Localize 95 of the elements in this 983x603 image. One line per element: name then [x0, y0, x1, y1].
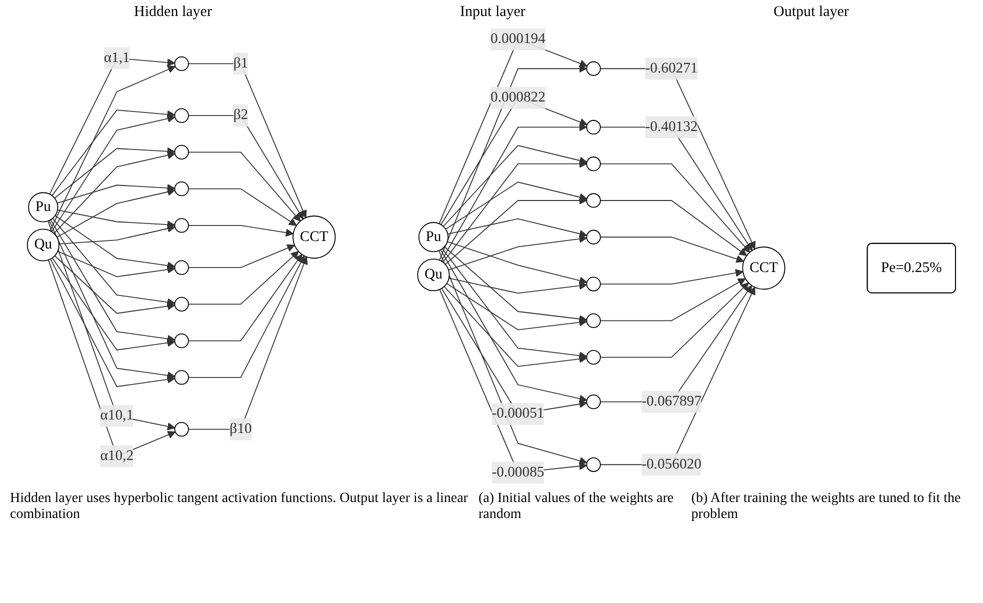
node-circle: Pu	[418, 222, 449, 252]
arrow	[600, 200, 748, 256]
arrow	[442, 145, 588, 227]
node-circle	[586, 394, 601, 410]
edge-label: -0.056020	[642, 456, 702, 472]
arrow	[51, 114, 176, 232]
arrow	[188, 224, 294, 237]
arrow	[48, 220, 176, 430]
arrow	[444, 286, 588, 367]
node-circle: Qu	[417, 258, 450, 292]
arrow	[188, 255, 305, 378]
edge-label: -0.067897	[642, 394, 702, 410]
edge-label: -0.60271	[645, 60, 698, 76]
arrow	[600, 163, 750, 253]
arrow	[48, 220, 176, 380]
node-circle	[586, 313, 601, 328]
arrow	[188, 152, 301, 222]
layer-label: Hidden layer	[134, 4, 212, 21]
arrow	[440, 123, 588, 262]
arrow	[188, 251, 299, 305]
arrow	[188, 254, 302, 342]
arrow	[188, 256, 308, 430]
edge-label: β1	[233, 55, 248, 72]
node-circle	[586, 457, 601, 472]
arrow	[600, 286, 756, 466]
panel-caption: (b) After training the weights are tuned to fit the problem	[691, 491, 962, 523]
arrow	[445, 182, 588, 230]
arrow	[442, 248, 588, 360]
arrow	[56, 188, 176, 238]
edge-label: β10	[230, 421, 252, 437]
edge-label: 0.000822	[490, 90, 546, 106]
arrow	[57, 210, 176, 229]
arrow	[50, 219, 176, 343]
arrow	[444, 246, 588, 323]
layer-label: Input layer	[460, 4, 526, 21]
edge-label: -0.00085	[492, 464, 544, 480]
panel-caption: (a) Initial values of the weights are random	[478, 491, 675, 523]
node-circle	[586, 276, 601, 292]
arrow	[54, 215, 176, 270]
node-circle	[174, 370, 189, 385]
node-circle	[174, 296, 189, 312]
arrow	[50, 66, 176, 232]
arrow	[52, 258, 176, 350]
edge-label: -0.40132	[645, 118, 698, 135]
arrow	[54, 255, 176, 314]
node-circle	[586, 350, 601, 365]
edge-label: α1,1	[104, 50, 130, 66]
arrow	[57, 250, 176, 278]
node-circle	[174, 218, 189, 233]
arrow	[50, 258, 176, 388]
node-circle	[586, 193, 601, 208]
edge-label: -0.00051	[492, 406, 544, 422]
node-circle	[174, 108, 189, 123]
node-circle: Qu	[26, 228, 60, 262]
node-circle	[174, 260, 189, 275]
arrow	[600, 68, 756, 250]
node-circle: CCT	[292, 216, 336, 259]
arrow	[58, 224, 176, 244]
arrow	[52, 218, 176, 306]
arrow	[54, 147, 176, 199]
node-circle	[174, 144, 189, 160]
arrow	[188, 244, 296, 268]
arrow	[188, 188, 297, 226]
node-circle	[586, 230, 601, 244]
edge-label: 0.000194	[490, 31, 546, 47]
edge-label: α10,1	[100, 408, 134, 424]
node-circle	[586, 61, 601, 76]
node-circle	[174, 333, 189, 348]
arrow	[188, 115, 304, 220]
edge-label: α10,2	[100, 448, 134, 464]
note-text: Hidden layer uses hyperbolic tangent activation functions. Output layer is a linear combination	[10, 491, 469, 523]
arrow	[56, 184, 176, 204]
arrow	[54, 151, 176, 234]
arrow	[440, 249, 588, 403]
arrow	[600, 268, 744, 284]
node-circle: Pu	[28, 192, 58, 222]
arrow	[52, 110, 176, 196]
node-circle	[174, 422, 189, 437]
arrow	[446, 283, 588, 330]
arrow	[446, 241, 588, 284]
arrow	[447, 218, 588, 238]
node-circle	[586, 120, 601, 135]
arrow	[188, 63, 307, 218]
arrow	[600, 282, 749, 358]
node-circle	[174, 181, 189, 196]
arrow	[442, 160, 588, 263]
edge-label: β2	[233, 107, 248, 123]
layer-label: Output layer	[774, 4, 849, 21]
node-circle	[174, 56, 189, 72]
node-circle: CCT	[742, 246, 786, 290]
arrow	[600, 278, 746, 322]
arrow	[448, 278, 588, 294]
node-circle	[586, 156, 601, 172]
arrow	[448, 234, 588, 270]
arrow	[600, 236, 744, 263]
